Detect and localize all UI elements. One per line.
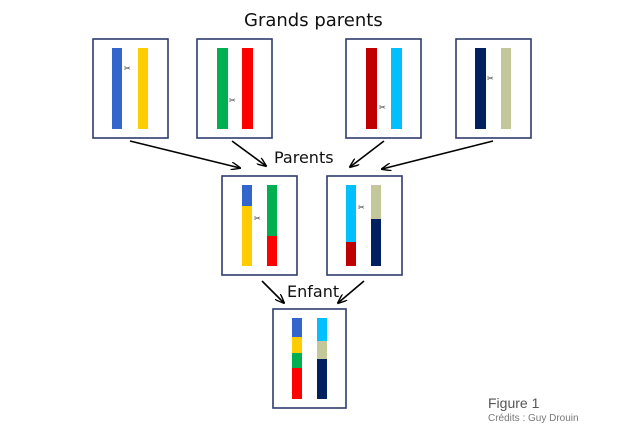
chromosome bbox=[112, 48, 122, 129]
arrow-gp1-to-parent1 bbox=[129, 140, 240, 168]
grandparents-title: Grands parents bbox=[244, 10, 383, 31]
grandparent-4-box: ✂ bbox=[455, 38, 532, 139]
grandparent-3-box: ✂ bbox=[345, 38, 422, 139]
chromosome-segment bbox=[292, 368, 302, 399]
crossover-icon: ✂ bbox=[229, 96, 236, 105]
chromosome bbox=[138, 48, 148, 129]
parents-title: Parents bbox=[274, 148, 334, 167]
chromosome bbox=[501, 48, 511, 129]
chromosome-segment bbox=[317, 318, 327, 341]
grandparent-1-box: ✂ bbox=[92, 38, 169, 139]
chromosome-segment bbox=[371, 185, 381, 219]
chromosome-segment bbox=[346, 242, 356, 266]
child-title: Enfant bbox=[287, 282, 340, 301]
crossover-icon: ✂ bbox=[358, 203, 365, 212]
chromosome-segment bbox=[292, 318, 302, 337]
chromosome-segment bbox=[317, 359, 327, 399]
child-box bbox=[272, 308, 347, 409]
crossover-icon: ✂ bbox=[379, 103, 386, 112]
chromosome-segment bbox=[242, 206, 252, 266]
chromosome bbox=[242, 48, 253, 129]
chromosome-segment bbox=[292, 353, 302, 368]
chromosome-segment bbox=[317, 341, 327, 359]
chromosome-segment bbox=[242, 185, 252, 206]
arrow-gp2-to-parent1 bbox=[231, 140, 266, 166]
chromosome-segment bbox=[292, 337, 302, 353]
arrow-gp4-to-parent2 bbox=[382, 140, 494, 169]
chromosome-segment bbox=[371, 219, 381, 266]
parent-1-box: ✂ bbox=[221, 175, 298, 276]
figure-credits: Crédits : Guy Drouin bbox=[488, 413, 579, 424]
chromosome bbox=[217, 48, 228, 129]
arrow-parent1-to-child bbox=[261, 280, 284, 303]
chromosome-segment bbox=[346, 185, 356, 242]
crossover-icon: ✂ bbox=[254, 214, 261, 223]
parent-2-box: ✂ bbox=[326, 175, 403, 276]
chromosome bbox=[366, 48, 377, 129]
chromosome-segment bbox=[267, 236, 277, 266]
figure-label: Figure 1 bbox=[488, 395, 540, 411]
arrow-parent2-to-child bbox=[338, 280, 365, 303]
chromosome bbox=[391, 48, 402, 129]
crossover-icon: ✂ bbox=[124, 64, 131, 73]
arrow-gp3-to-parent2 bbox=[350, 140, 385, 167]
grandparent-2-box: ✂ bbox=[196, 38, 273, 139]
chromosome-segment bbox=[267, 185, 277, 236]
crossover-icon: ✂ bbox=[487, 74, 494, 83]
chromosome bbox=[475, 48, 486, 129]
